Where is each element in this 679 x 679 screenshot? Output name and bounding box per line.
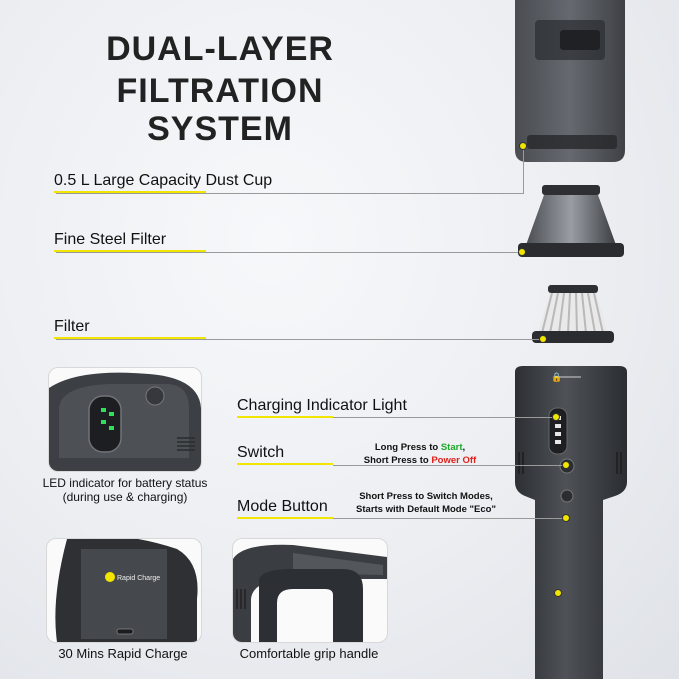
switch-note: Long Press to Start, Short Press to Powe… (340, 441, 500, 467)
dust-cup-leader-vertical (523, 146, 524, 194)
led-caption: LED indicator for battery status (during… (30, 476, 220, 504)
rapid-charge-inset: Rapid Charge (46, 538, 202, 643)
steel-filter-label: Fine Steel Filter (54, 231, 167, 248)
grip-caption: Comfortable grip handle (239, 646, 379, 661)
mode-button-underline (237, 517, 333, 519)
led-indicator-inset (48, 367, 202, 472)
rapid-charge-image: Rapid Charge (55, 539, 198, 642)
steel-filter-leader-line (56, 252, 522, 253)
switch-underline (237, 463, 333, 465)
grip-handle-image (233, 544, 387, 642)
steel-filter-marker-dot (519, 249, 525, 255)
led-caption-line-2: (during use & charging) (62, 490, 188, 504)
filter-leader-line (56, 339, 542, 340)
dust-cup-label: 0.5 L Large Capacity Dust Cup (54, 172, 273, 189)
pleated-filter-image (532, 285, 614, 343)
switch-leader-line (333, 465, 565, 466)
switch-note-text: Long Press to (374, 442, 441, 453)
led-indicator-image (49, 372, 201, 471)
title-line-2: FILTRATION SYSTEM (116, 72, 324, 148)
mode-note: Short Press to Switch Modes, Starts with… (346, 490, 506, 516)
filter-marker-dot (540, 336, 546, 342)
switch-note-text-2: Short Press to (363, 455, 432, 466)
charging-light-marker-dot (553, 414, 559, 420)
switch-start-text: Start (440, 442, 463, 453)
dust-cup-image (515, 0, 625, 162)
rapid-charge-caption: 30 Mins Rapid Charge (58, 646, 188, 661)
charging-light-underline (237, 416, 333, 418)
charging-light-label: Charging Indicator Light (237, 397, 407, 414)
filter-label: Filter (54, 318, 90, 335)
dust-cup-underline (54, 191, 206, 193)
mode-button-label: Mode Button (237, 498, 328, 515)
dust-cup-leader-line (56, 193, 524, 194)
steel-filter-underline (54, 250, 206, 252)
grip-inset (232, 538, 388, 643)
rapid-badge-text: Rapid Charge (117, 575, 160, 582)
mode-button-marker-dot (563, 515, 569, 521)
switch-power-off-text: Power Off (431, 455, 477, 466)
filter-underline (54, 337, 206, 339)
grip-marker-dot (555, 590, 561, 596)
svg-text:🔒: 🔒 (551, 372, 562, 383)
mode-note-line-2: Starts with Default Mode "Eco" (356, 504, 496, 515)
charging-light-leader-line (333, 417, 555, 418)
led-caption-line-1: LED indicator for battery status (42, 476, 208, 490)
switch-note-comma: , (462, 442, 466, 453)
switch-marker-dot (563, 462, 569, 468)
vacuum-body-image: 🔒 (515, 366, 627, 679)
dust-cup-marker-dot (520, 143, 526, 149)
title-line-1: DUAL-LAYER (106, 30, 334, 68)
mode-note-line-1: Short Press to Switch Modes, (359, 491, 493, 502)
switch-label: Switch (237, 444, 285, 461)
steel-filter-image (518, 185, 624, 257)
mode-button-leader-line (333, 518, 565, 519)
